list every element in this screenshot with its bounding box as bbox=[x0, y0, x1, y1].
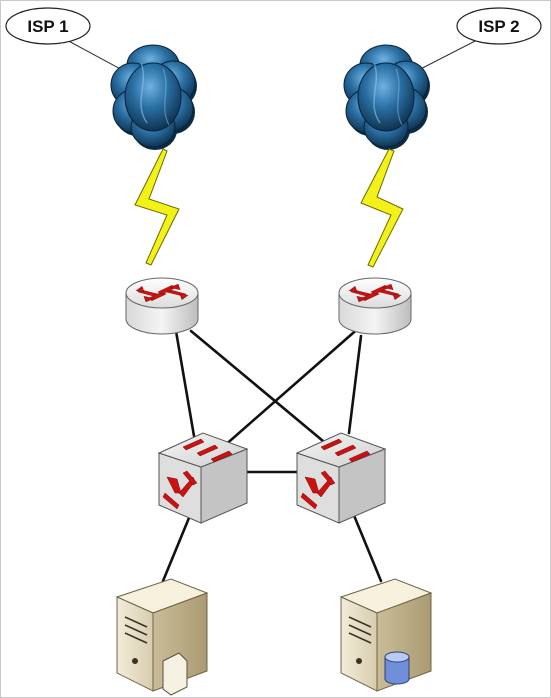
server2-database-server-icon bbox=[339, 578, 433, 692]
link-switch2-server2 bbox=[351, 511, 383, 583]
isp2-label: ISP 2 bbox=[456, 7, 542, 45]
isp2-wan-link-icon bbox=[360, 148, 404, 268]
router1-router-icon bbox=[125, 277, 199, 335]
isp2-cloud-icon bbox=[343, 44, 430, 150]
link-switch1-server1 bbox=[161, 511, 193, 583]
switch2-multilayer-switch-icon bbox=[295, 432, 387, 524]
isp1-label: ISP 1 bbox=[5, 7, 91, 45]
router2-router-icon bbox=[338, 277, 412, 335]
database-icon bbox=[384, 651, 410, 685]
isp1-cloud-icon bbox=[110, 44, 197, 150]
link-router1-switch2 bbox=[189, 329, 325, 443]
server1-file-server-icon bbox=[115, 578, 209, 696]
link-router1-switch1 bbox=[174, 329, 196, 438]
switch1-multilayer-switch-icon bbox=[157, 432, 249, 524]
isp1-wan-link-icon bbox=[134, 148, 180, 266]
link-router2-switch1 bbox=[205, 317, 371, 463]
network-links bbox=[161, 317, 383, 583]
file-icon bbox=[162, 652, 188, 696]
link-router2-switch2 bbox=[347, 334, 363, 435]
isp1-text: ISP 1 bbox=[27, 17, 68, 36]
isp2-text: ISP 2 bbox=[478, 17, 519, 36]
